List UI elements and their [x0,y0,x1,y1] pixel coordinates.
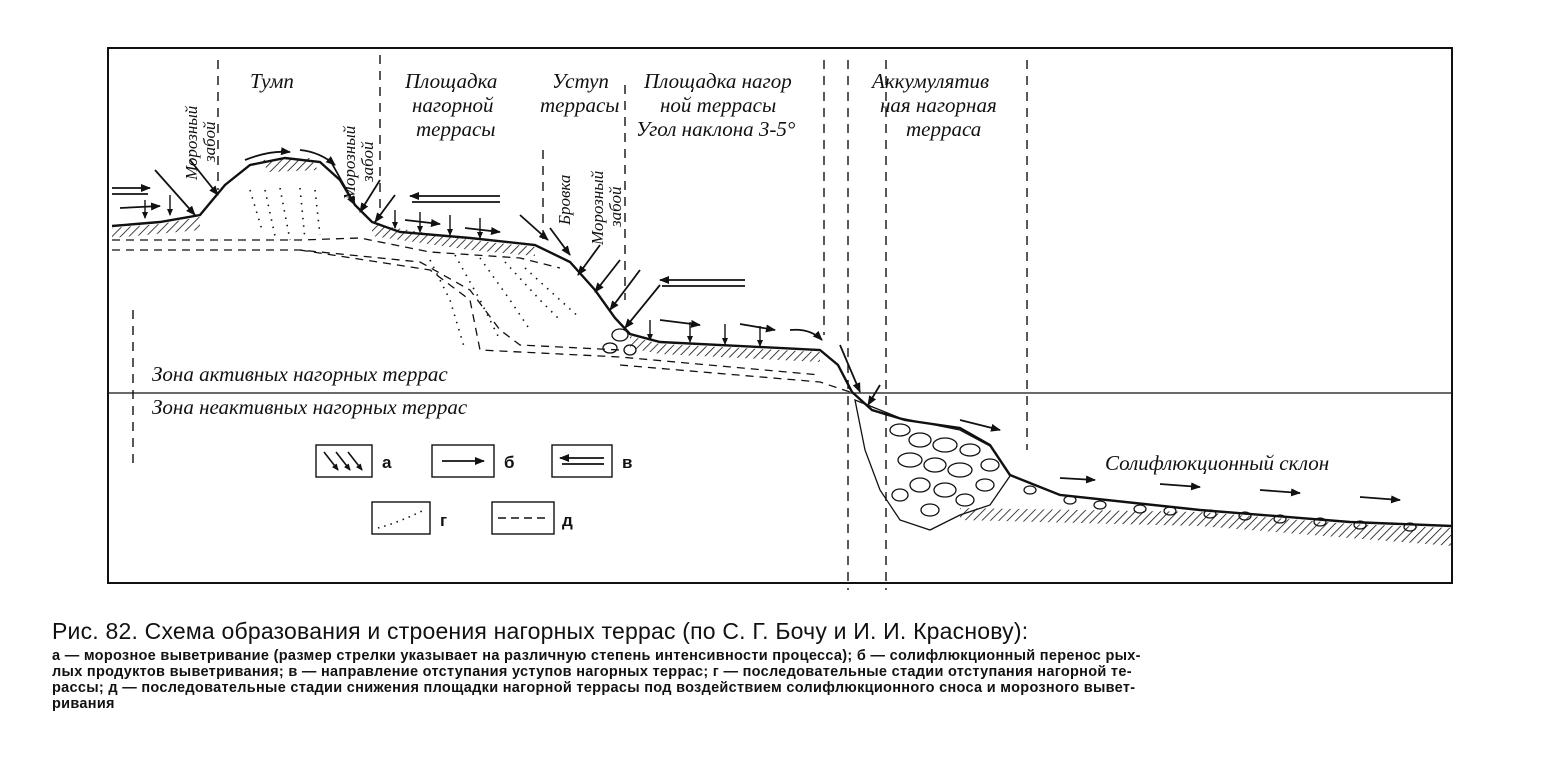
svg-text:г: г [440,511,447,530]
figure-caption-line: ривания [52,696,115,712]
legend: а б в г д [315,444,632,535]
svg-text:Уступ: Уступ [552,69,609,93]
legend-item-d: д [491,501,573,535]
svg-text:нагорной: нагорной [412,93,494,117]
figure-caption-title: Рис. 82. Схема образования и строения на… [52,618,1029,644]
svg-text:забой: забой [606,186,625,228]
label-frost-face-left: Морозный забой [182,105,219,181]
label-zone-active: Зона активных нагорных террас [152,362,448,386]
svg-text:ная нагорная: ная нагорная [880,93,997,117]
svg-text:Аккумулятив: Аккумулятив [870,69,989,93]
figure-caption-line: лых продуктов выветривания; в — направле… [52,664,1132,680]
lowering-stages [112,237,851,393]
svg-text:в: в [622,453,632,472]
svg-text:б: б [504,453,515,472]
svg-text:Угол наклона 3-5°: Угол наклона 3-5° [636,117,796,141]
label-upland-platform: Площадка нагор ной террасы Угол наклона … [636,69,796,141]
label-zone-inactive: Зона неактивных нагорных террас [152,395,468,419]
legend-item-b: б [431,444,515,478]
label-frost-face-mid: Морозный забой [340,125,377,201]
slope-pebbles [1023,485,1417,532]
label-solifluction-slope: Солифлюкционный склон [1105,451,1329,475]
diagram-frame [107,47,1453,584]
svg-text:а: а [382,453,392,472]
svg-text:ной террасы: ной террасы [660,93,776,117]
svg-text:д: д [562,511,573,530]
label-accumulative-terrace: Аккумулятив ная нагорная терраса [870,69,997,141]
svg-text:террасы: террасы [540,93,620,117]
ground-hatching [112,158,1452,546]
svg-text:Морозный: Морозный [182,105,201,181]
svg-text:Бровка: Бровка [555,175,574,226]
section-dividers [132,55,1028,590]
label-brovka: Бровка [555,175,574,226]
label-frost-face-right: Морозный забой [588,170,625,246]
svg-text:террасы: террасы [416,117,496,141]
surface-ticks [142,195,763,347]
svg-text:Площадка: Площадка [404,69,497,93]
legend-item-a: а [315,444,392,478]
label-platform: Площадка нагорной террасы [404,69,497,141]
svg-text:забой: забой [200,121,219,163]
label-step: Уступ террасы [540,69,620,117]
boulder-accumulation [602,328,1011,531]
legend-item-g: г [371,501,447,535]
legend-item-v: в [551,444,632,478]
frost-weathering-arrows [154,159,881,406]
svg-text:Площадка нагор: Площадка нагор [643,69,792,93]
figure-caption-line: рассы; д — последовательные стадии сниже… [52,680,1136,696]
svg-text:Морозный: Морозный [340,125,359,201]
solifluction-arrows [119,147,1401,504]
retreat-stages [249,187,581,351]
figure-caption-line: а — морозное выветривание (размер стрелк… [52,648,1141,664]
svg-text:терраса: терраса [906,117,981,141]
label-tump: Тумп [250,69,294,93]
svg-text:забой: забой [358,141,377,183]
retreat-arrows [112,184,745,287]
svg-text:Морозный: Морозный [588,170,607,246]
